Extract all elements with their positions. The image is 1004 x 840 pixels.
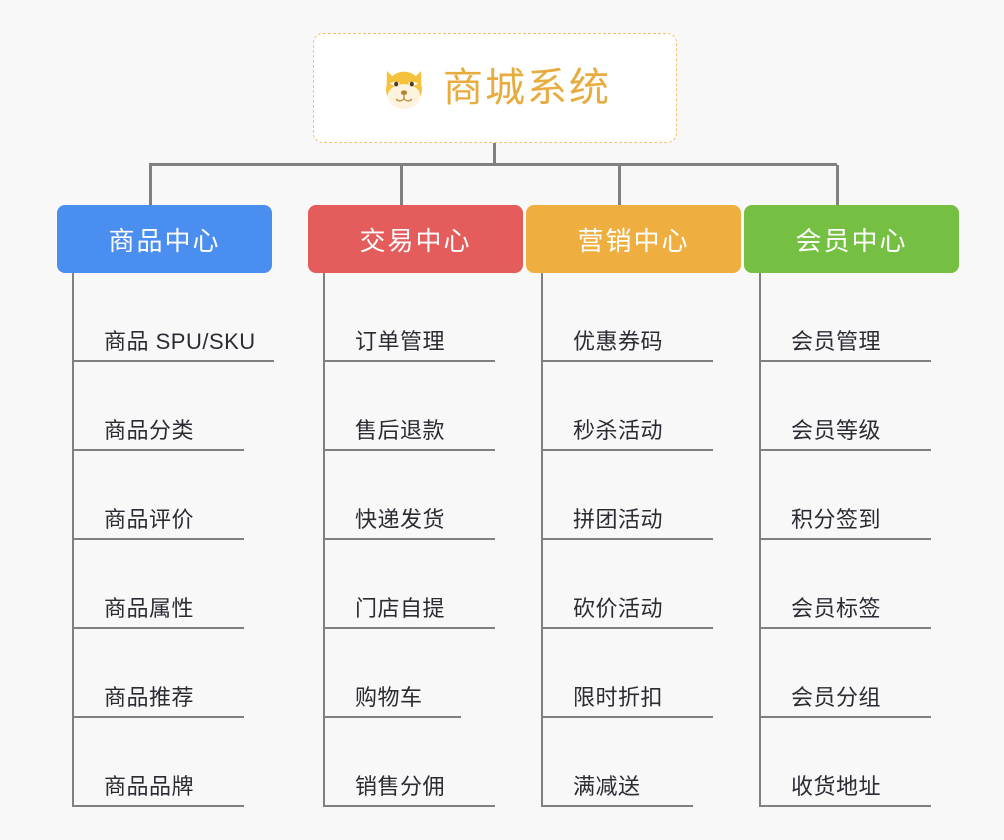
connector-drop-2 bbox=[400, 165, 403, 205]
connector-drop-4 bbox=[836, 165, 839, 205]
leaf-label: 门店自提 bbox=[355, 596, 446, 621]
leaf-label: 收货地址 bbox=[791, 774, 882, 799]
list-item[interactable]: 售后退款 bbox=[325, 362, 495, 451]
category-label: 商品中心 bbox=[108, 225, 221, 256]
list-item[interactable]: 拼团活动 bbox=[543, 451, 713, 540]
leaf-label: 快递发货 bbox=[355, 507, 446, 532]
list-item[interactable]: 商品评价 bbox=[74, 451, 244, 540]
list-item[interactable]: 会员管理 bbox=[761, 273, 931, 362]
branch-column-marketing: 营销中心 优惠券码 秒杀活动 拼团活动 砍价活动 限时折扣 满减送 bbox=[526, 205, 741, 807]
branch-column-product: 商品中心 商品 SPU/SKU 商品分类 商品评价 商品属性 商品推荐 商品品牌 bbox=[57, 205, 274, 807]
connector-drop-1 bbox=[149, 165, 152, 205]
category-label: 会员中心 bbox=[795, 225, 908, 256]
category-box-trade[interactable]: 交易中心 bbox=[308, 205, 523, 273]
leaf-label: 商品评价 bbox=[104, 507, 195, 532]
list-item[interactable]: 商品属性 bbox=[74, 540, 244, 629]
leaf-label: 商品 SPU/SKU bbox=[104, 329, 256, 354]
leaf-label: 会员分组 bbox=[791, 685, 882, 710]
list-item[interactable]: 商品 SPU/SKU bbox=[74, 273, 274, 362]
list-item[interactable]: 商品推荐 bbox=[74, 629, 244, 718]
category-label: 营销中心 bbox=[577, 225, 690, 256]
leaf-label: 购物车 bbox=[355, 685, 423, 710]
list-item[interactable]: 会员等级 bbox=[761, 362, 931, 451]
leaf-list-marketing: 优惠券码 秒杀活动 拼团活动 砍价活动 限时折扣 满减送 bbox=[541, 273, 741, 807]
leaf-list-product: 商品 SPU/SKU 商品分类 商品评价 商品属性 商品推荐 商品品牌 bbox=[72, 273, 274, 807]
root-node-card[interactable]: 商城系统 bbox=[313, 33, 677, 143]
list-item[interactable]: 快递发货 bbox=[325, 451, 495, 540]
list-item[interactable]: 门店自提 bbox=[325, 540, 495, 629]
connector-drop-3 bbox=[618, 165, 621, 205]
leaf-list-member: 会员管理 会员等级 积分签到 会员标签 会员分组 收货地址 bbox=[759, 273, 959, 807]
list-item[interactable]: 商品品牌 bbox=[74, 718, 244, 807]
leaf-label: 售后退款 bbox=[355, 418, 446, 443]
leaf-label: 商品分类 bbox=[104, 418, 195, 443]
leaf-label: 拼团活动 bbox=[573, 507, 664, 532]
dog-face-emoji-icon bbox=[386, 70, 422, 110]
branch-column-trade: 交易中心 订单管理 售后退款 快递发货 门店自提 购物车 销售分佣 bbox=[308, 205, 523, 807]
leaf-label: 积分签到 bbox=[791, 507, 882, 532]
connector-root-stem bbox=[493, 143, 496, 165]
leaf-label: 满减送 bbox=[573, 774, 641, 799]
leaf-label: 限时折扣 bbox=[573, 685, 664, 710]
leaf-label: 会员管理 bbox=[791, 329, 882, 354]
leaf-label: 砍价活动 bbox=[573, 596, 664, 621]
list-item[interactable]: 会员分组 bbox=[761, 629, 931, 718]
list-item[interactable]: 收货地址 bbox=[761, 718, 931, 807]
list-item[interactable]: 销售分佣 bbox=[325, 718, 495, 807]
list-item[interactable]: 优惠券码 bbox=[543, 273, 713, 362]
leaf-label: 销售分佣 bbox=[355, 774, 446, 799]
list-item[interactable]: 会员标签 bbox=[761, 540, 931, 629]
leaf-label: 订单管理 bbox=[355, 329, 446, 354]
category-box-marketing[interactable]: 营销中心 bbox=[526, 205, 741, 273]
root-node-title: 商城系统 bbox=[443, 66, 611, 110]
leaf-label: 秒杀活动 bbox=[573, 418, 664, 443]
leaf-list-trade: 订单管理 售后退款 快递发货 门店自提 购物车 销售分佣 bbox=[323, 273, 523, 807]
leaf-label: 优惠券码 bbox=[573, 329, 664, 354]
leaf-label: 商品品牌 bbox=[104, 774, 195, 799]
category-box-member[interactable]: 会员中心 bbox=[744, 205, 959, 273]
list-item[interactable]: 满减送 bbox=[543, 718, 693, 807]
list-item[interactable]: 限时折扣 bbox=[543, 629, 713, 718]
category-box-product[interactable]: 商品中心 bbox=[57, 205, 272, 273]
category-label: 交易中心 bbox=[359, 225, 472, 256]
leaf-label: 商品推荐 bbox=[104, 685, 195, 710]
list-item[interactable]: 秒杀活动 bbox=[543, 362, 713, 451]
list-item[interactable]: 商品分类 bbox=[74, 362, 244, 451]
connector-horizontal-bus bbox=[149, 163, 837, 166]
list-item[interactable]: 积分签到 bbox=[761, 451, 931, 540]
list-item[interactable]: 订单管理 bbox=[325, 273, 495, 362]
branch-column-member: 会员中心 会员管理 会员等级 积分签到 会员标签 会员分组 收货地址 bbox=[744, 205, 959, 807]
list-item[interactable]: 砍价活动 bbox=[543, 540, 713, 629]
leaf-label: 会员等级 bbox=[791, 418, 882, 443]
leaf-label: 会员标签 bbox=[791, 596, 882, 621]
list-item[interactable]: 购物车 bbox=[325, 629, 461, 718]
leaf-label: 商品属性 bbox=[104, 596, 195, 621]
